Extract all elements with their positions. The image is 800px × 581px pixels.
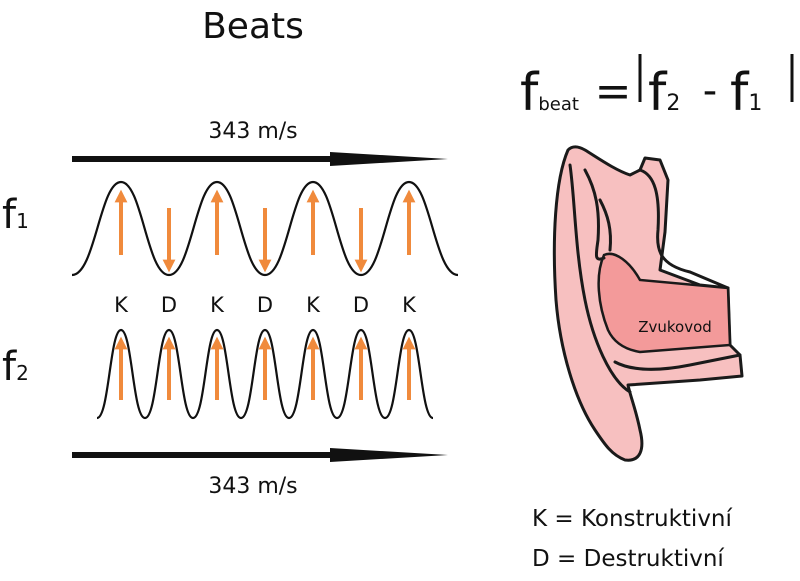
wave2-arrows: [114, 336, 416, 400]
speed-label-top: 343 m/s: [208, 119, 297, 144]
interference-label: K: [210, 293, 225, 317]
legend-destructive: D = Destruktivní: [532, 546, 724, 572]
ear-illustration: Zvukovod: [552, 145, 744, 462]
formula-term2-sub: 1: [748, 91, 762, 116]
interference-labels: K D K D K D K: [114, 293, 417, 317]
ear-canal: [597, 252, 732, 354]
speed-label-bottom: 343 m/s: [208, 474, 297, 499]
ear-inner-fold: [583, 168, 606, 261]
interference-label: K: [402, 293, 417, 317]
formula-lhs-base: f: [520, 63, 540, 123]
formula-lhs-sub: beat: [538, 94, 579, 115]
interference-label: D: [257, 293, 273, 317]
formula-term1-base: f: [648, 63, 668, 123]
interference-label: D: [353, 293, 369, 317]
ear-helix-fold: [568, 163, 632, 394]
interference-label: K: [114, 293, 129, 317]
svg-text:f1: f1: [730, 63, 762, 123]
propagation-arrow-bottom: [72, 448, 448, 462]
ear-back-fold: [598, 198, 612, 252]
wave1-curve: [71, 180, 459, 277]
interference-label: D: [161, 293, 177, 317]
svg-text:f2: f2: [648, 63, 680, 123]
formula-term2-base: f: [730, 63, 750, 123]
ear-tragus-fold: [638, 168, 730, 290]
formula-minus: -: [703, 68, 717, 114]
wave1-arrows: [114, 189, 416, 273]
legend-constructive: K = Konstruktivní: [532, 506, 733, 532]
wave2-curve: [96, 328, 434, 420]
ear-lobe-fold: [613, 353, 742, 371]
formula-term1-sub: 2: [666, 91, 680, 116]
wave1-label: f1: [2, 192, 29, 238]
diagram-title: Beats: [202, 6, 304, 47]
ear-canal-label: Zvukovod: [638, 318, 712, 336]
beat-frequency-formula: fbeat = f2 - f1: [520, 54, 794, 123]
wave2-label: f2: [2, 344, 29, 390]
interference-label: K: [306, 293, 321, 317]
propagation-arrow-top: [72, 152, 448, 166]
svg-text:fbeat: fbeat: [520, 63, 579, 123]
formula-equals: =: [595, 66, 632, 117]
